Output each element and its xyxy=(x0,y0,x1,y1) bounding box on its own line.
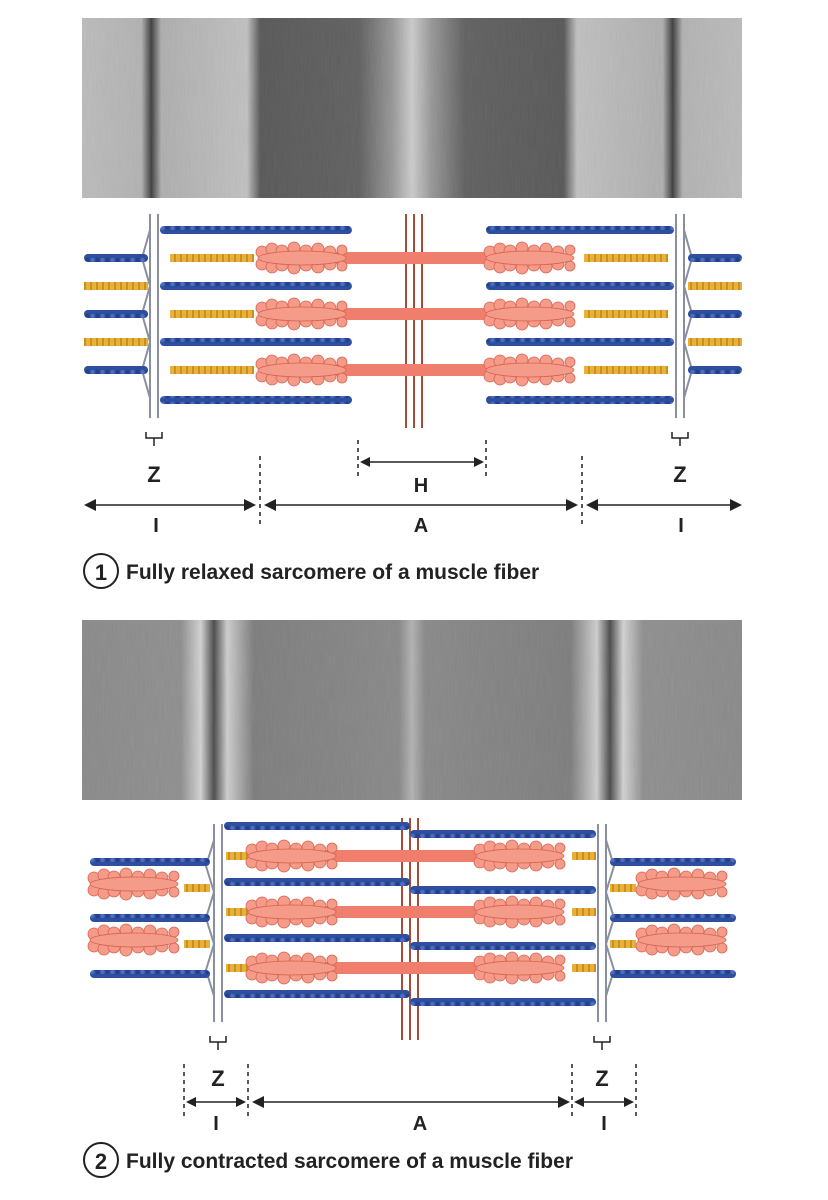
dimension-line-relaxed xyxy=(84,456,742,526)
i-label-right-relaxed: I xyxy=(678,515,684,537)
i-label-left-relaxed: I xyxy=(153,515,159,537)
myosin-filaments-relaxed xyxy=(255,241,576,387)
a-label-relaxed: A xyxy=(414,515,428,537)
titin-filaments-relaxed xyxy=(84,254,742,374)
actin-filaments-contracted xyxy=(90,822,736,1006)
z-marker-left-relaxed xyxy=(145,432,163,446)
step-number-2: 2 xyxy=(95,1149,107,1174)
z-disc-left-contracted xyxy=(204,824,223,1022)
z-disc-right-contracted xyxy=(597,824,616,1022)
titin-filaments-contracted xyxy=(184,852,636,972)
step-number-1: 1 xyxy=(95,560,107,585)
caption-relaxed: Fully relaxed sarcomere of a muscle fibe… xyxy=(126,561,539,584)
caption-contracted: Fully contracted sarcomere of a muscle f… xyxy=(126,1150,573,1173)
panel-relaxed: Z Z H I A I xyxy=(82,18,742,589)
h-label-relaxed: H xyxy=(414,475,428,497)
z-label-right-contracted: Z xyxy=(595,1066,608,1091)
a-label-contracted: A xyxy=(413,1113,427,1135)
dimension-line-contracted xyxy=(183,1064,637,1120)
z-marker-left-contracted xyxy=(209,1036,227,1050)
step-number-circle-1 xyxy=(83,553,119,589)
i-label-right-contracted: I xyxy=(601,1113,607,1135)
panel-contracted: Z Z I A I 2 Fully contracted sarcomere o… xyxy=(82,620,742,1178)
step-number-circle-2 xyxy=(83,1142,119,1178)
actin-filaments-relaxed xyxy=(84,226,742,404)
myosin-filaments-contracted xyxy=(87,839,728,985)
z-marker-right-contracted xyxy=(593,1036,611,1050)
i-label-left-contracted: I xyxy=(213,1113,219,1135)
z-marker-right-relaxed xyxy=(671,432,689,446)
m-line-relaxed xyxy=(405,214,423,428)
z-label-left-relaxed: Z xyxy=(147,462,160,487)
h-zone-relaxed xyxy=(357,440,487,480)
z-label-left-contracted: Z xyxy=(211,1066,224,1091)
z-label-right-relaxed: Z xyxy=(673,462,686,487)
